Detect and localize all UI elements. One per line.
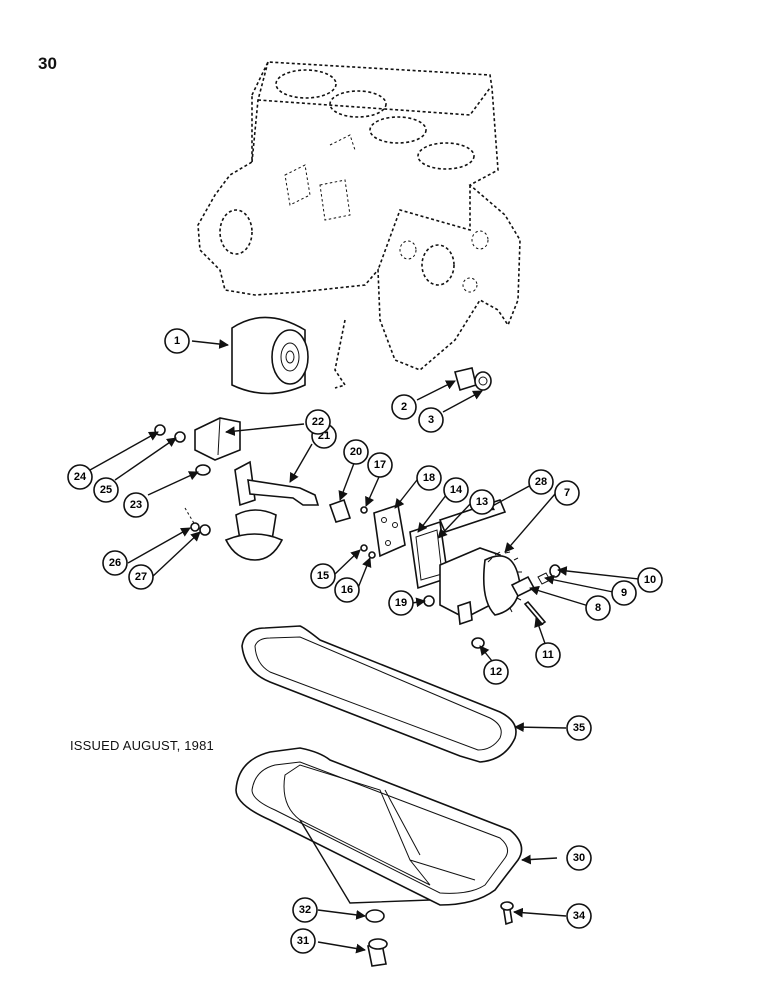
callout-8: 8: [585, 595, 611, 621]
svg-text:11: 11: [542, 649, 554, 661]
callout-13: 13: [469, 489, 495, 515]
svg-text:16: 16: [341, 584, 353, 596]
lock-washer-and-nut: [190, 522, 211, 536]
pan-bolt: [500, 901, 514, 926]
callout-18: 18: [416, 465, 442, 491]
page-number: 30: [38, 54, 57, 73]
svg-text:12: 12: [490, 666, 502, 678]
callout-3: 3: [418, 407, 444, 433]
svg-text:8: 8: [595, 602, 601, 614]
svg-text:32: 32: [299, 904, 311, 916]
issued-date-note: ISSUED AUGUST, 1981: [70, 738, 214, 753]
support-bracket: [154, 417, 241, 476]
callout-14: 14: [443, 477, 469, 503]
relief-valve-fitting: [328, 498, 352, 523]
oil-pump-assembly: [439, 547, 525, 626]
callout-11: 11: [535, 642, 561, 668]
svg-text:30: 30: [573, 852, 585, 864]
svg-text:10: 10: [644, 574, 656, 586]
svg-text:9: 9: [621, 587, 627, 599]
svg-text:7: 7: [564, 487, 570, 499]
callout-1: 1: [164, 328, 190, 354]
callout-25: 25: [93, 477, 119, 503]
svg-text:14: 14: [450, 484, 463, 496]
svg-text:3: 3: [428, 414, 434, 426]
callout-17: 17: [367, 452, 393, 478]
oil-pan-gasket: [241, 625, 517, 763]
callout-12: 12: [483, 659, 509, 685]
callout-32: 32: [292, 897, 318, 923]
callout-2: 2: [391, 394, 417, 420]
callout-15: 15: [310, 563, 336, 589]
callout-22: 22: [305, 409, 331, 435]
svg-text:31: 31: [297, 935, 309, 947]
svg-text:18: 18: [423, 472, 435, 484]
svg-text:27: 27: [135, 571, 147, 583]
oil-pan: [235, 747, 523, 906]
svg-text:17: 17: [374, 459, 386, 471]
callout-23: 23: [123, 492, 149, 518]
callout-35: 35: [566, 715, 592, 741]
callout-34: 34: [566, 903, 592, 929]
engine-block-outline: [197, 61, 521, 389]
svg-text:25: 25: [100, 484, 112, 496]
svg-text:15: 15: [317, 570, 329, 582]
callout-26: 26: [102, 550, 128, 576]
svg-text:19: 19: [395, 597, 407, 609]
callout-24: 24: [67, 464, 93, 490]
svg-text:23: 23: [130, 499, 142, 511]
svg-text:22: 22: [312, 416, 324, 428]
callout-30: 30: [566, 845, 592, 871]
callout-16: 16: [334, 577, 360, 603]
svg-text:24: 24: [74, 471, 87, 483]
svg-text:13: 13: [476, 496, 488, 508]
oil-pickup-tube: [184, 460, 320, 561]
pump-cover-plate: [360, 503, 406, 559]
callout-27: 27: [128, 564, 154, 590]
callout-31: 31: [290, 928, 316, 954]
svg-text:1: 1: [174, 335, 180, 347]
svg-text:34: 34: [573, 910, 586, 922]
callout-28: 28: [528, 469, 554, 495]
oil-filter: [231, 316, 309, 395]
svg-text:35: 35: [573, 722, 585, 734]
drain-plug: [365, 909, 388, 967]
filter-adapter-fitting: [454, 367, 492, 392]
svg-text:28: 28: [535, 476, 547, 488]
svg-text:26: 26: [109, 557, 121, 569]
callout-9: 9: [611, 580, 637, 606]
leader-lines: [89, 339, 649, 954]
callout-20: 20: [343, 439, 369, 465]
callout-10: 10: [637, 567, 663, 593]
svg-text:20: 20: [350, 446, 362, 458]
callout-19: 19: [388, 590, 414, 616]
svg-text:2: 2: [401, 401, 407, 413]
callout-7: 7: [554, 480, 580, 506]
